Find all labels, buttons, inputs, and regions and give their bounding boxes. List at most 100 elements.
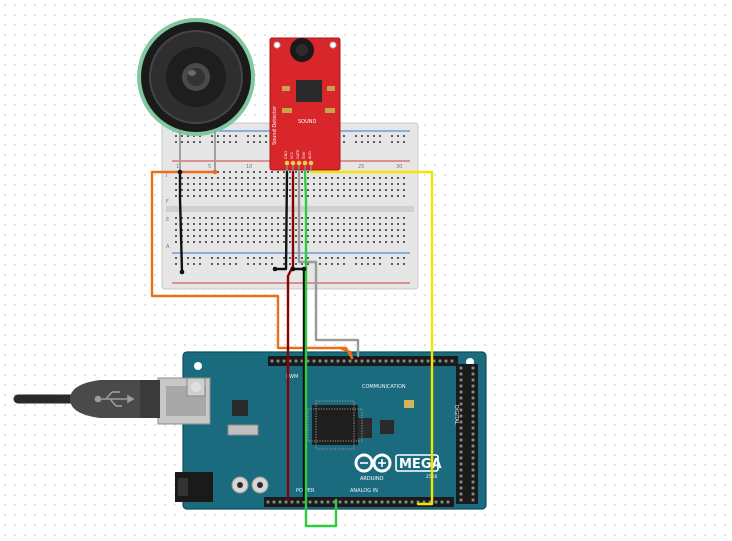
hole [440,500,444,504]
hole [312,359,316,363]
hole [319,241,321,243]
hole [438,359,442,363]
hole [235,183,237,185]
hole [205,183,207,185]
hole [355,135,357,137]
hole [235,141,237,143]
hole [223,189,225,191]
hole [271,229,273,231]
hole [301,171,303,173]
hole [259,135,261,137]
hole [283,177,285,179]
hole [284,500,288,504]
hole [337,257,339,259]
hole [398,500,402,504]
hole [384,359,388,363]
hole [361,177,363,179]
hole [289,241,291,243]
hole [217,183,219,185]
hole [187,241,189,243]
hole [349,195,351,197]
hole [247,171,249,173]
hole [199,177,201,179]
hole [229,235,231,237]
amplifier-chip [296,80,322,102]
hole [283,189,285,191]
hole [355,217,357,219]
hole [241,177,243,179]
hole [373,141,375,143]
hole [265,241,267,243]
hole [193,257,195,259]
arduino-brand: ARDUINO [360,476,384,482]
hole [343,235,345,237]
hole [277,171,279,173]
hole [349,229,351,231]
hole [283,257,285,259]
hole [471,456,475,460]
hole [187,217,189,219]
hole [211,189,213,191]
hole [325,177,327,179]
hole [403,183,405,185]
hole [378,359,382,363]
hole [432,359,436,363]
hole [355,195,357,197]
hole [355,189,357,191]
hole [247,135,249,137]
hole [428,500,432,504]
hole [295,195,297,197]
hole [283,263,285,265]
hole [403,263,405,265]
hole [379,195,381,197]
hole [229,229,231,231]
hole [175,189,177,191]
hole [471,450,475,454]
hole [199,241,201,243]
hole [235,263,237,265]
hole [403,195,405,197]
hole [187,229,189,231]
hole [338,500,342,504]
hole [193,241,195,243]
hole [368,500,372,504]
hole [403,189,405,191]
hole [367,217,369,219]
hole [283,217,285,219]
hole [235,195,237,197]
hole [295,263,297,265]
hole [313,217,315,219]
hole [373,223,375,225]
hole [414,359,418,363]
hole [355,235,357,237]
hole [367,229,369,231]
hole [259,217,261,219]
hole [289,171,291,173]
hole [391,263,393,265]
hole [471,438,475,442]
hole [193,141,195,143]
hole [271,189,273,191]
hole [331,229,333,231]
hole [253,195,255,197]
hole [459,366,463,370]
hole [343,141,345,143]
hole [205,217,207,219]
sound-pin-vcc: VCC [290,151,294,159]
arduino-infinity-logo [354,453,392,473]
hole [397,229,399,231]
hole [367,257,369,259]
hole [199,183,201,185]
hole [235,257,237,259]
hole [175,235,177,237]
hole [241,183,243,185]
hole [361,217,363,219]
hole [367,135,369,137]
hole [391,257,393,259]
hole [446,500,450,504]
hole [471,486,475,490]
speaker [137,18,255,170]
hole [361,183,363,185]
hole [343,183,345,185]
hole [355,183,357,185]
